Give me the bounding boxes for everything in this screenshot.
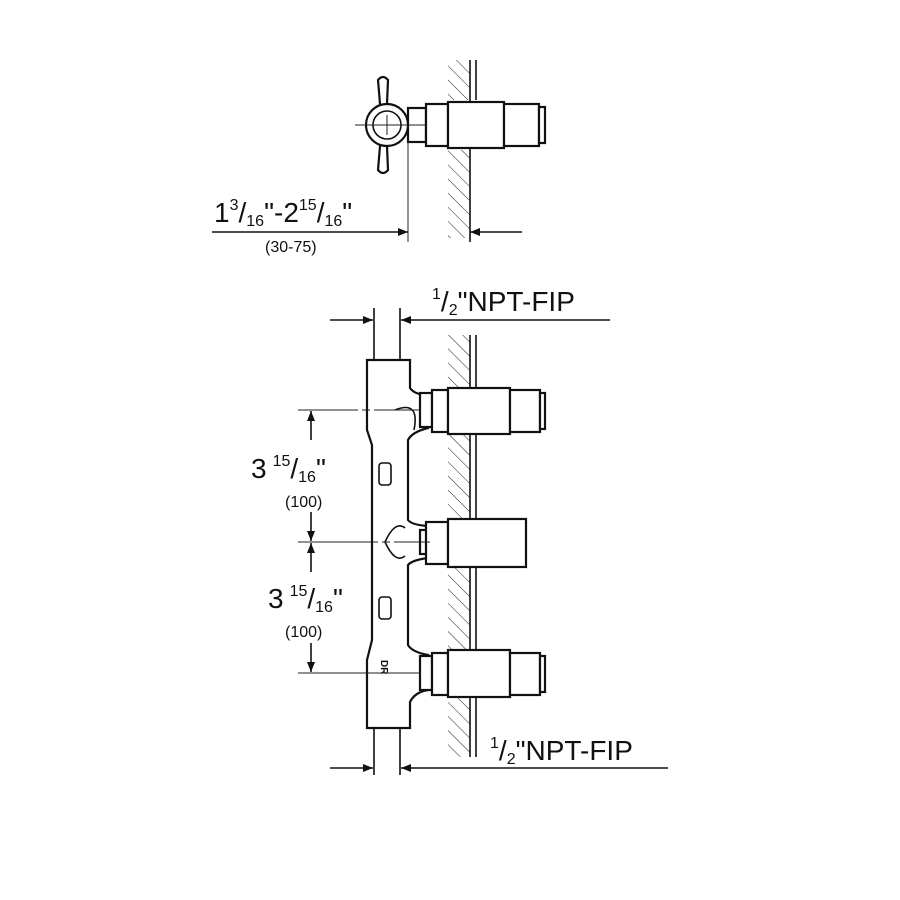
top-thread-label: 1/2"NPT-FIP xyxy=(432,286,575,319)
mounting-slot xyxy=(378,462,392,486)
depth-dimension-label: 13/16"-215/16" xyxy=(214,197,352,230)
top-view: 13/16"-215/16" (30-75) xyxy=(212,60,547,256)
mounting-slot xyxy=(378,596,392,620)
lower-fitting xyxy=(418,648,547,699)
wall-hatch xyxy=(448,60,470,100)
depth-dimension-metric: (30-75) xyxy=(265,239,317,256)
valve-handle xyxy=(376,75,390,108)
wall-hatch xyxy=(448,150,470,238)
fitting xyxy=(424,102,450,148)
upper-fitting xyxy=(418,386,547,436)
middle-outlet xyxy=(418,517,528,569)
upper-spacing-metric: (100) xyxy=(285,494,322,511)
lower-spacing-metric: (100) xyxy=(285,624,322,641)
body-marking: DR xyxy=(378,660,389,675)
wall-hatch xyxy=(448,335,470,390)
bottom-thread-label: 1/2"NPT-FIP xyxy=(490,735,633,768)
